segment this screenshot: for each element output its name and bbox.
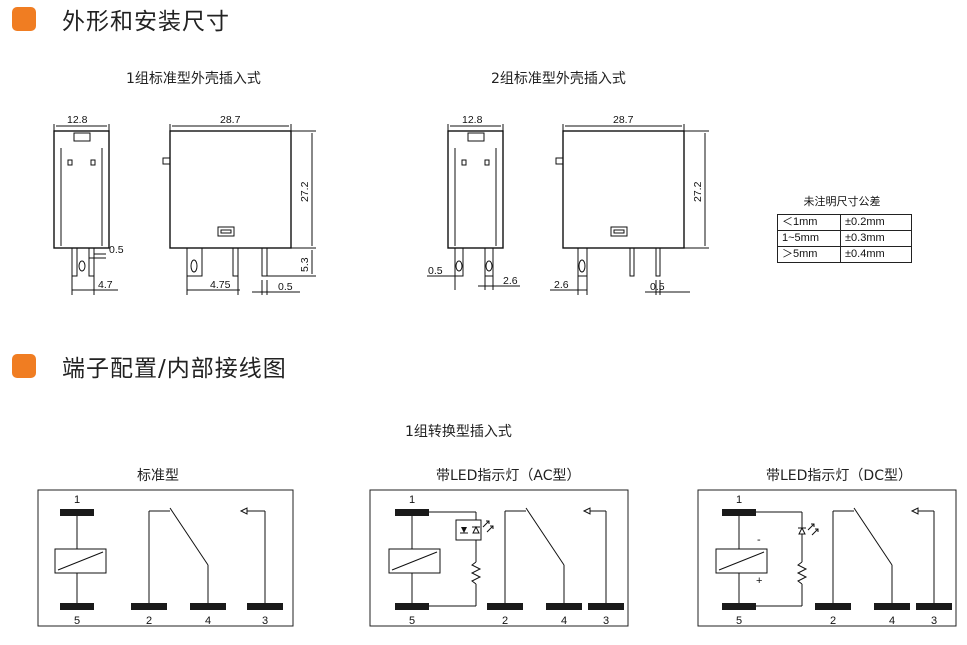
outline-type2-title: 2组标准型外壳插入式 bbox=[491, 71, 626, 87]
led-bridge bbox=[455, 519, 482, 541]
wiring-panel-standard bbox=[37, 489, 294, 627]
terminal-4 bbox=[190, 603, 226, 610]
terminal-2 bbox=[815, 603, 851, 610]
terminal-1 bbox=[60, 509, 94, 516]
dim-type1-pin-thk-a: 0.5 bbox=[109, 244, 124, 256]
dim-type2-pin-thk-b: 0.5 bbox=[650, 281, 665, 293]
type1-front-view bbox=[162, 124, 316, 295]
pin-label-1: 1 bbox=[736, 494, 742, 506]
pin-label-4: 4 bbox=[889, 615, 895, 627]
panel-title-led-dc: 带LED指示灯（DC型） bbox=[766, 468, 912, 484]
table-row: ＞5mm ±0.4mm bbox=[777, 246, 912, 263]
panel-title-led-ac: 带LED指示灯（AC型） bbox=[436, 468, 581, 484]
section-header-outline: 外形和安装尺寸 bbox=[12, 3, 230, 35]
pin-label-4: 4 bbox=[205, 615, 211, 627]
dim-type2-height: 27.2 bbox=[692, 181, 704, 202]
pin-label-1: 1 bbox=[74, 494, 80, 506]
dim-type2-front-width: 28.7 bbox=[613, 114, 634, 126]
pin-label-5: 5 bbox=[736, 615, 742, 627]
pin-label-4: 4 bbox=[561, 615, 567, 627]
coil bbox=[715, 548, 768, 574]
dim-type1-side-width: 12.8 bbox=[67, 114, 88, 126]
dim-type1-height: 27.2 bbox=[299, 181, 311, 202]
terminal-3 bbox=[247, 603, 283, 610]
wiring-subtitle: 1组转换型插入式 bbox=[405, 424, 512, 440]
type2-front-view bbox=[550, 124, 709, 295]
resistor bbox=[470, 561, 482, 585]
terminal-5 bbox=[395, 603, 429, 610]
dim-type2-side-width: 12.8 bbox=[462, 114, 483, 126]
section-title: 外形和安装尺寸 bbox=[62, 9, 230, 35]
tolerance-title: 未注明尺寸公差 bbox=[803, 196, 881, 208]
pin-label-5: 5 bbox=[409, 615, 415, 627]
type1-side-view bbox=[53, 124, 118, 295]
section-header-wiring: 端子配置/内部接线图 bbox=[12, 350, 287, 382]
pin-label-2: 2 bbox=[146, 615, 152, 627]
outline-type1-title: 1组标准型外壳插入式 bbox=[126, 71, 261, 87]
pin-label-1: 1 bbox=[409, 494, 415, 506]
terminal-3 bbox=[588, 603, 624, 610]
terminal-4 bbox=[546, 603, 582, 610]
pin-label-3: 3 bbox=[262, 615, 268, 627]
tolerance-range: ＞5mm bbox=[777, 246, 841, 263]
led-diode bbox=[798, 526, 806, 535]
coil bbox=[388, 548, 441, 574]
tolerance-table: 未注明尺寸公差 ＜1mm ±0.2mm 1~5mm ±0.3mm ＞5mm ±0… bbox=[777, 193, 912, 263]
dim-type2-pitch-a: 2.6 bbox=[503, 275, 518, 287]
terminal-4 bbox=[874, 603, 910, 610]
polarity-minus: - bbox=[757, 534, 761, 546]
wiring-panel-led-ac bbox=[369, 489, 629, 627]
pin-label-5: 5 bbox=[74, 615, 80, 627]
tolerance-value: ±0.2mm bbox=[840, 214, 912, 231]
coil bbox=[54, 548, 107, 574]
pin-label-3: 3 bbox=[603, 615, 609, 627]
dim-type1-pitch-b: 4.75 bbox=[210, 279, 231, 291]
resistor bbox=[796, 561, 808, 585]
type2-side-view bbox=[427, 124, 520, 290]
terminal-2 bbox=[131, 603, 167, 610]
pin-label-2: 2 bbox=[502, 615, 508, 627]
dim-type2-pin-thk-a: 0.5 bbox=[428, 265, 443, 277]
terminal-5 bbox=[60, 603, 94, 610]
wiring-panel-led-dc bbox=[697, 489, 957, 627]
section-marker bbox=[12, 354, 36, 378]
dim-type1-pitch-a: 4.7 bbox=[98, 279, 113, 291]
dim-type1-pin-len: 5.3 bbox=[299, 257, 311, 272]
terminal-5 bbox=[722, 603, 756, 610]
dim-type1-front-width: 28.7 bbox=[220, 114, 241, 126]
dim-type1-pin-thk-b: 0.5 bbox=[278, 281, 293, 293]
terminal-1 bbox=[722, 509, 756, 516]
terminal-2 bbox=[487, 603, 523, 610]
panel-title-standard: 标准型 bbox=[137, 468, 179, 484]
dim-type2-pitch-b: 2.6 bbox=[554, 279, 569, 291]
table-row: 1~5mm ±0.3mm bbox=[777, 230, 912, 247]
terminal-3 bbox=[916, 603, 952, 610]
section-title: 端子配置/内部接线图 bbox=[62, 356, 287, 382]
tolerance-value: ±0.4mm bbox=[840, 246, 912, 263]
tolerance-value: ±0.3mm bbox=[840, 230, 912, 247]
terminal-1 bbox=[395, 509, 429, 516]
pin-label-2: 2 bbox=[830, 615, 836, 627]
pin-label-3: 3 bbox=[931, 615, 937, 627]
section-marker bbox=[12, 7, 36, 31]
polarity-plus: + bbox=[756, 575, 762, 587]
